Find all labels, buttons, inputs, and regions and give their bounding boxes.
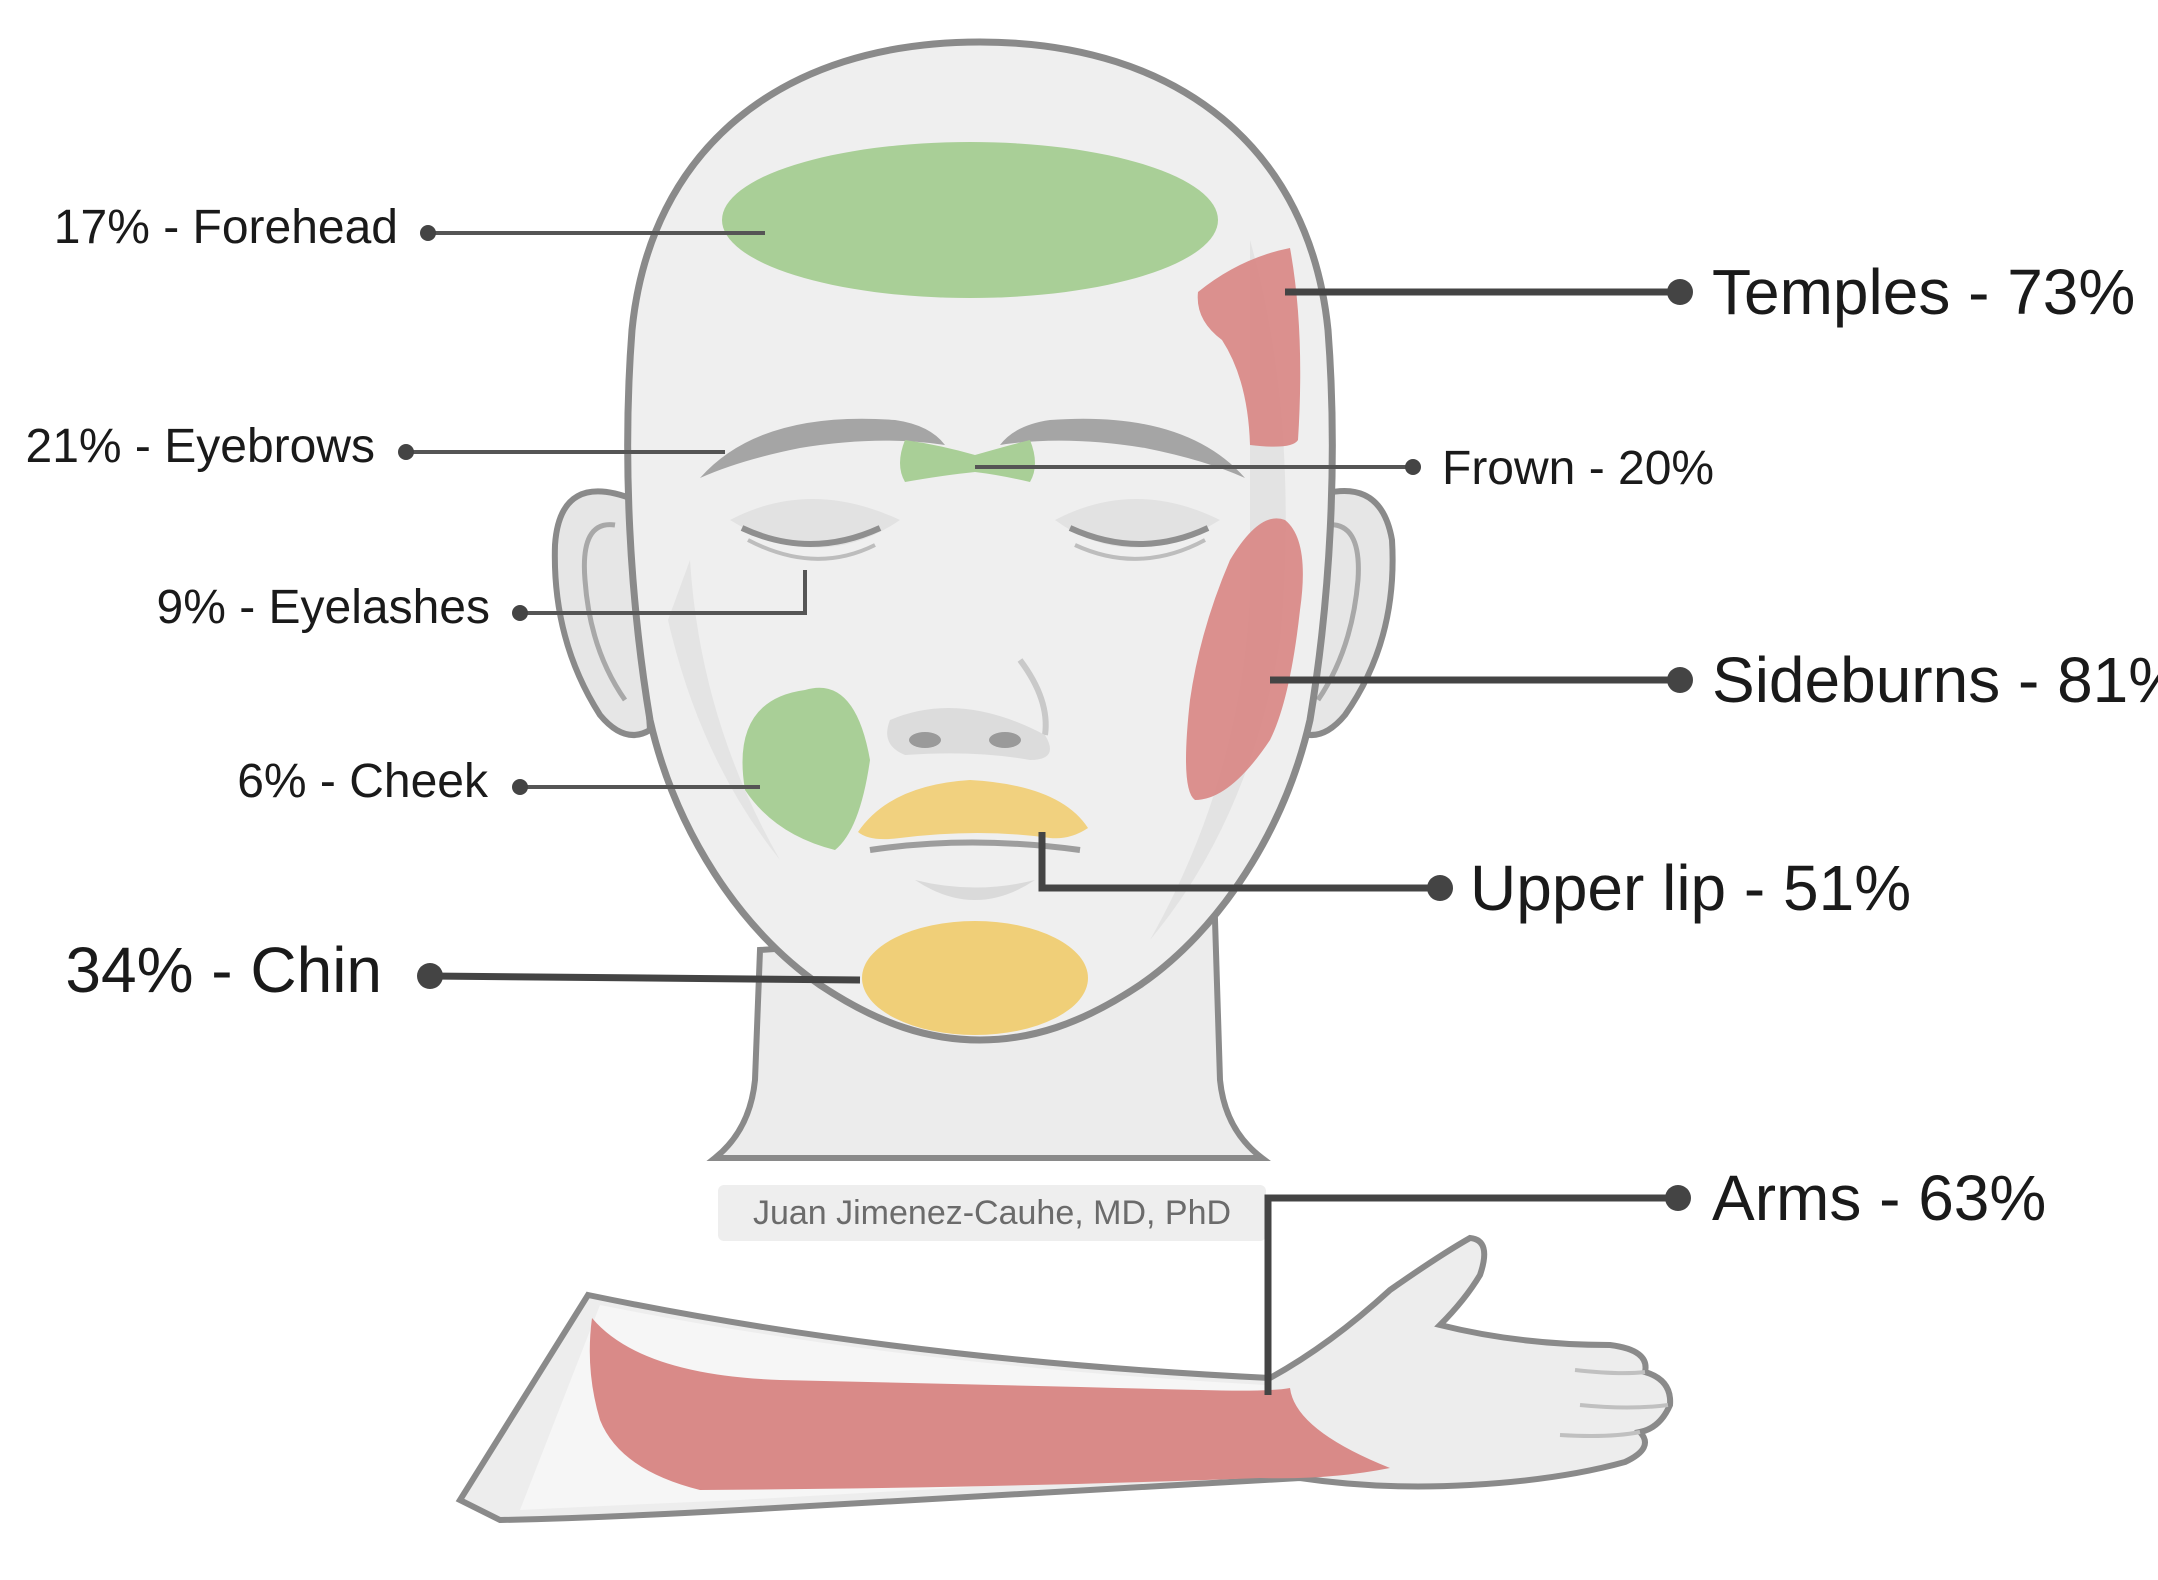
frown-label: Frown - 20% — [1442, 442, 1714, 495]
temples-label: Temples - 73% — [1712, 256, 2135, 328]
chin-dot — [417, 963, 443, 989]
upper-lip-leader — [1038, 832, 1440, 892]
upper-lip-label: Upper lip - 51% — [1470, 852, 1911, 924]
left-nostril — [909, 732, 941, 748]
right-eyelid — [1074, 538, 1206, 561]
credit-text: Juan Jimenez-Cauhe, MD, PhD — [753, 1194, 1231, 1232]
forehead-dot — [420, 225, 436, 241]
temples-dot — [1667, 279, 1693, 305]
mouth — [869, 839, 1081, 853]
face-shadow-left — [668, 560, 780, 860]
right-eye — [1068, 525, 1210, 547]
cheek-region — [742, 687, 870, 850]
arms-label: Arms - 63% — [1712, 1162, 2046, 1234]
upper-lip-dot — [1427, 875, 1453, 901]
eyelashes-leader — [520, 570, 807, 615]
right-ear-inner — [1315, 522, 1361, 702]
arms-dot — [1665, 1185, 1691, 1211]
arms-leader — [1264, 1194, 1678, 1395]
right-nostril — [989, 732, 1021, 748]
nose-bridge — [1017, 658, 1049, 736]
forehead-label: 17% - Forehead — [54, 201, 398, 254]
sideburns-dot — [1667, 667, 1693, 693]
chin-leader — [429, 972, 861, 984]
cheek-label: 6% - Cheek — [237, 755, 489, 808]
sideburns-region — [1186, 518, 1303, 800]
lower-lip — [915, 880, 1035, 900]
frown-region — [900, 440, 1035, 482]
temples-region — [1197, 248, 1301, 447]
eyebrows-dot — [398, 444, 414, 460]
right-eyebrow — [1000, 418, 1245, 478]
forehead-region — [722, 142, 1218, 298]
eyelashes-label: 9% - Eyelashes — [157, 581, 491, 634]
credit-box — [718, 1185, 1266, 1241]
upper-lip-region — [858, 780, 1088, 840]
frown-dot — [1405, 459, 1421, 475]
left-eye — [740, 525, 882, 547]
left-ear-inner — [581, 522, 628, 702]
left-eyebrow — [700, 418, 945, 478]
chin-region — [862, 921, 1088, 1035]
cheek-dot — [512, 779, 528, 795]
finger-lines — [1559, 1368, 1669, 1438]
arms-region — [589, 1318, 1390, 1490]
eyelashes-dot — [512, 605, 528, 621]
chin-label: 34% - Chin — [65, 934, 382, 1006]
sideburns-label: Sideburns - 81% — [1712, 644, 2158, 716]
left-eyelid — [747, 538, 876, 561]
eyebrows-label: 21% - Eyebrows — [26, 420, 375, 473]
